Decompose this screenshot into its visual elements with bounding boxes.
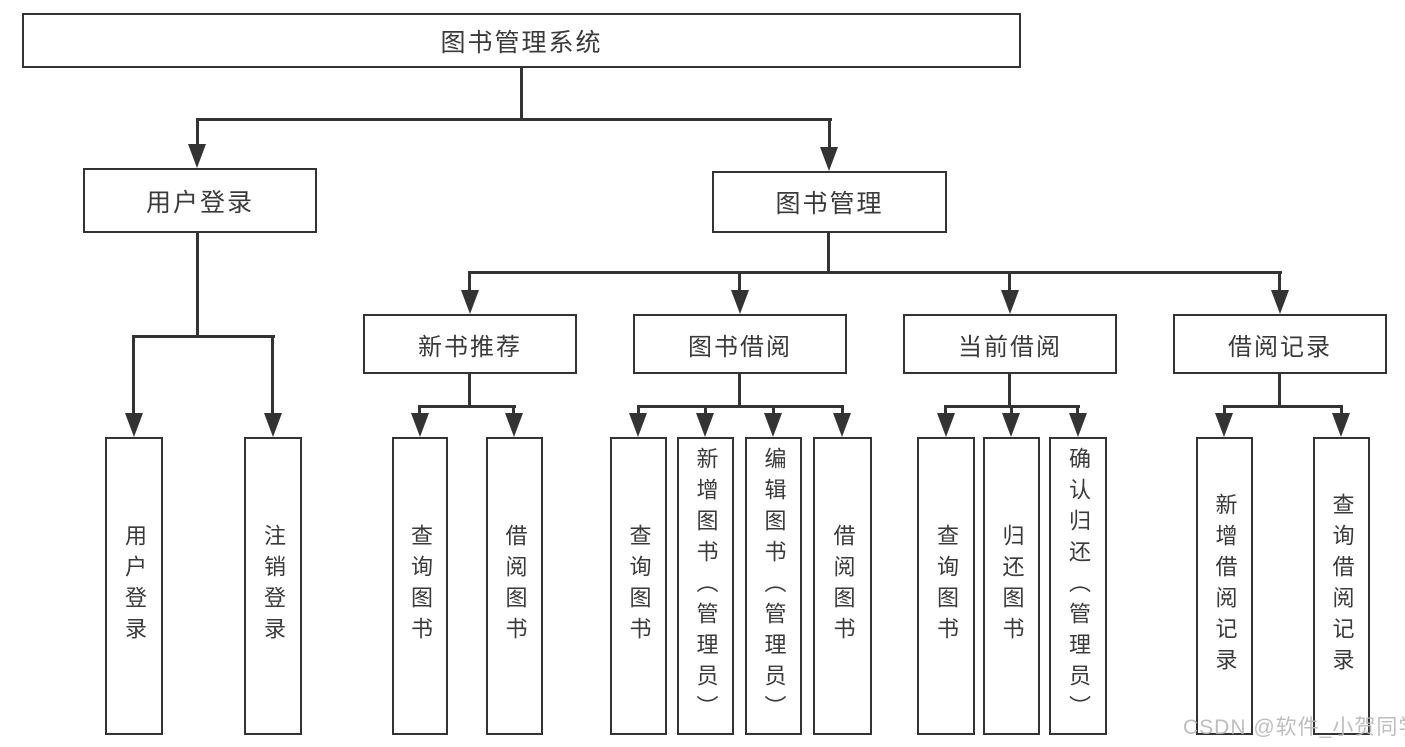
connector-line <box>772 405 775 417</box>
node-current-borrow-label: 当前借阅 <box>958 333 1062 361</box>
connector-line <box>468 271 471 293</box>
leaf-label: 编辑图书（管理员） <box>761 446 787 726</box>
arrowhead-icon <box>1002 413 1020 437</box>
connector-line <box>1008 372 1011 407</box>
connector-line <box>196 118 199 148</box>
connector-line <box>827 231 830 273</box>
connector-line <box>637 405 844 408</box>
connector-line <box>1278 372 1281 407</box>
leaf-edit-books-admin: 编辑图书（管理员） <box>745 437 802 735</box>
connector-line <box>418 405 516 408</box>
node-user-login-label: 用户登录 <box>145 188 254 217</box>
connector-line <box>196 231 199 337</box>
leaf-query-books-current: 查询图书 <box>917 437 975 735</box>
node-current-borrow: 当前借阅 <box>903 314 1117 374</box>
arrowhead-icon <box>1215 413 1233 437</box>
connector-line <box>637 405 640 417</box>
connector-line <box>1010 405 1013 417</box>
node-user-login: 用户登录 <box>83 168 317 233</box>
connector-line <box>704 405 707 417</box>
leaf-label: 新增借阅记录 <box>1212 493 1238 679</box>
leaf-label: 查询图书 <box>934 524 959 648</box>
arrowhead-icon <box>505 413 523 437</box>
arrowhead-icon <box>696 413 714 437</box>
node-book-borrow: 图书借阅 <box>633 314 847 374</box>
node-borrow-records-label: 借阅记录 <box>1228 333 1332 361</box>
arrowhead-icon <box>820 147 838 171</box>
node-root-label: 图书管理系统 <box>440 28 603 57</box>
connector-line <box>1008 271 1011 293</box>
node-new-book-recommend: 新书推荐 <box>363 314 577 374</box>
leaf-add-borrow-record: 新增借阅记录 <box>1196 437 1253 735</box>
arrowhead-icon <box>731 290 749 314</box>
leaf-logout: 注销登录 <box>244 437 302 735</box>
leaf-return-books: 归还图书 <box>983 437 1040 735</box>
connector-line <box>1278 271 1281 293</box>
arrowhead-icon <box>937 413 955 437</box>
node-book-management-label: 图书管理 <box>775 190 884 218</box>
arrowhead-icon <box>1069 413 1087 437</box>
connector-line <box>271 335 274 415</box>
leaf-confirm-return-admin: 确认归还（管理员） <box>1049 437 1107 735</box>
leaf-query-books-borrow: 查询图书 <box>610 437 667 735</box>
leaf-label: 用户登录 <box>122 524 147 648</box>
arrowhead-icon <box>764 413 782 437</box>
node-new-book-recommend-label: 新书推荐 <box>418 333 522 361</box>
leaf-label: 借阅图书 <box>502 524 528 648</box>
connector-line <box>468 271 1282 274</box>
node-root: 图书管理系统 <box>22 13 1021 68</box>
arrowhead-icon <box>1001 290 1019 314</box>
arrowhead-icon <box>461 290 479 314</box>
connector-line <box>1223 405 1226 417</box>
node-book-management: 图书管理 <box>712 171 947 233</box>
connector-line <box>468 372 471 407</box>
arrowhead-icon <box>188 144 206 168</box>
arrowhead-icon <box>411 413 429 437</box>
leaf-borrow-books-recommend: 借阅图书 <box>486 437 543 735</box>
arrowhead-icon <box>629 413 647 437</box>
connector-line <box>132 335 135 415</box>
leaf-label: 新增图书（管理员） <box>693 446 719 726</box>
watermark: CSDN @软件_小贺同学 <box>1183 716 1405 739</box>
connector-line <box>841 405 844 417</box>
leaf-label: 查询图书 <box>626 524 652 648</box>
connector-line <box>196 118 832 121</box>
connector-line <box>512 405 515 417</box>
leaf-label: 确认归还（管理员） <box>1066 446 1091 726</box>
leaf-query-books-recommend: 查询图书 <box>392 437 448 735</box>
arrowhead-icon <box>264 413 282 437</box>
leaf-label: 注销登录 <box>261 524 286 648</box>
leaf-user-login: 用户登录 <box>105 437 163 735</box>
node-borrow-records: 借阅记录 <box>1173 314 1387 374</box>
connector-line <box>738 271 741 293</box>
leaf-query-borrow-record: 查询借阅记录 <box>1313 437 1370 735</box>
leaf-label: 查询借阅记录 <box>1329 493 1355 679</box>
leaf-label: 借阅图书 <box>830 524 856 648</box>
arrowhead-icon <box>1271 290 1289 314</box>
connector-line <box>520 66 523 120</box>
connector-line <box>944 405 947 417</box>
connector-line <box>418 405 421 417</box>
connector-line <box>1340 405 1343 417</box>
leaf-add-books-admin: 新增图书（管理员） <box>677 437 734 735</box>
leaf-borrow-books: 借阅图书 <box>813 437 872 735</box>
node-book-borrow-label: 图书借阅 <box>688 333 792 361</box>
connector-line <box>1076 405 1079 417</box>
arrowhead-icon <box>125 413 143 437</box>
connector-line <box>828 118 831 151</box>
arrowhead-icon <box>833 413 851 437</box>
connector-line <box>1223 405 1343 408</box>
leaf-label: 归还图书 <box>999 524 1025 648</box>
leaf-label: 查询图书 <box>408 524 433 648</box>
connector-line <box>132 335 275 338</box>
arrowhead-icon <box>1332 413 1350 437</box>
connector-line <box>738 372 741 407</box>
